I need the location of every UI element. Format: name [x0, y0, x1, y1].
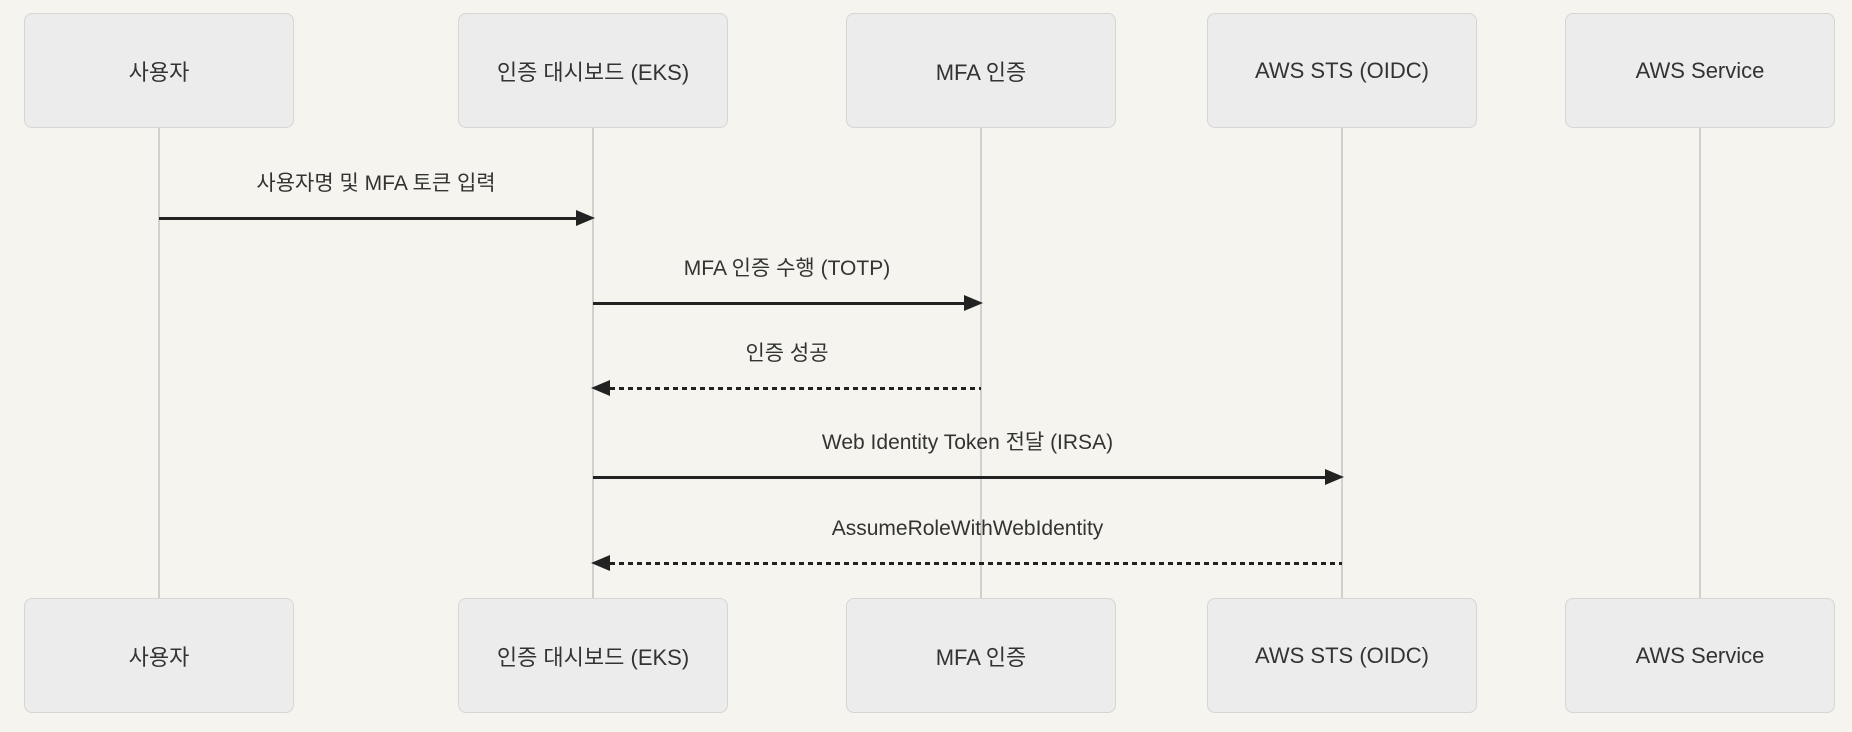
- message-line: [593, 475, 1325, 479]
- actor-top-user: 사용자: [24, 13, 294, 128]
- actor-label: MFA 인증: [935, 59, 1027, 85]
- lifeline-dashboard: [592, 128, 594, 598]
- message-label: 사용자명 및 MFA 토큰 입력: [256, 172, 496, 195]
- actor-bottom-service: AWS Service: [1565, 598, 1835, 713]
- message-label: 인증 성공: [745, 342, 829, 365]
- actor-bottom-mfa: MFA 인증: [846, 598, 1116, 713]
- message-line: [593, 301, 964, 305]
- lifeline-sts: [1341, 128, 1343, 598]
- message-label: Web Identity Token 전달 (IRSA): [821, 431, 1114, 454]
- arrowhead-right-icon: [964, 295, 983, 311]
- arrowhead-left-icon: [591, 555, 610, 571]
- lifeline-user: [158, 128, 160, 598]
- actor-label: AWS Service: [1635, 57, 1765, 83]
- actor-label: 사용자: [128, 59, 190, 85]
- actor-label: 인증 대시보드 (EKS): [496, 59, 690, 85]
- arrowhead-right-icon: [576, 210, 595, 226]
- message-line: [610, 561, 1342, 565]
- actor-label: AWS STS (OIDC): [1255, 642, 1429, 668]
- arrowhead-right-icon: [1325, 469, 1344, 485]
- actor-label: AWS STS (OIDC): [1255, 57, 1429, 83]
- message-line: [610, 386, 981, 390]
- lifeline-mfa: [980, 128, 982, 598]
- actor-bottom-user: 사용자: [24, 598, 294, 713]
- actor-label: 사용자: [128, 644, 190, 670]
- arrowhead-left-icon: [591, 380, 610, 396]
- actor-label: MFA 인증: [935, 644, 1027, 670]
- actor-top-service: AWS Service: [1565, 13, 1835, 128]
- actor-bottom-sts: AWS STS (OIDC): [1207, 598, 1477, 713]
- actor-label: 인증 대시보드 (EKS): [496, 644, 690, 670]
- actor-top-mfa: MFA 인증: [846, 13, 1116, 128]
- actor-label: AWS Service: [1635, 642, 1765, 668]
- actor-top-sts: AWS STS (OIDC): [1207, 13, 1477, 128]
- message-label: AssumeRoleWithWebIdentity: [831, 517, 1104, 540]
- lifeline-service: [1699, 128, 1701, 598]
- message-line: [159, 216, 576, 220]
- actor-top-dashboard: 인증 대시보드 (EKS): [458, 13, 728, 128]
- message-label: MFA 인증 수행 (TOTP): [683, 257, 891, 280]
- actor-bottom-dashboard: 인증 대시보드 (EKS): [458, 598, 728, 713]
